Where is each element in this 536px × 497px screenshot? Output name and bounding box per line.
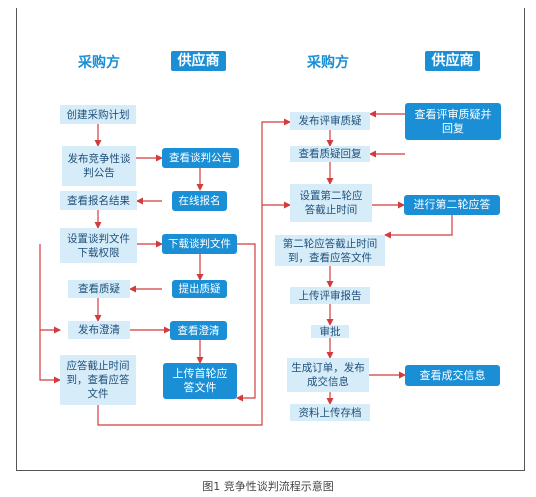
node-create-plan: 创建采购计划 bbox=[60, 105, 136, 124]
node-set-second-deadline: 设置第二轮应答截止时间 bbox=[290, 184, 372, 222]
node-response-deadline: 应答截止时间到，查看应答文件 bbox=[60, 355, 136, 405]
node-set-download-rights: 设置谈判文件下载权限 bbox=[60, 228, 137, 263]
node-second-deadline-view: 第二轮应答截止时间到，查看应答文件 bbox=[275, 235, 385, 266]
node-upload-review-report: 上传评审报告 bbox=[290, 287, 370, 304]
node-view-review-question: 查看评审质疑并回复 bbox=[405, 103, 501, 140]
node-online-signup: 在线报名 bbox=[172, 191, 227, 211]
node-raise-question: 提出质疑 bbox=[172, 280, 227, 298]
node-second-round-response: 进行第二轮应答 bbox=[404, 195, 500, 215]
node-download-docs: 下载谈判文件 bbox=[162, 234, 237, 254]
node-view-signup-result: 查看报名结果 bbox=[60, 191, 137, 210]
header-supplier-left: 供应商 bbox=[171, 51, 226, 71]
node-publish-clarification: 发布澄清 bbox=[68, 321, 130, 339]
header-buyer-right: 采购方 bbox=[307, 55, 349, 71]
node-approve: 审批 bbox=[311, 325, 349, 338]
node-view-notice: 查看谈判公告 bbox=[162, 148, 239, 168]
node-publish-notice: 发布竞争性谈判公告 bbox=[62, 146, 136, 186]
diagram-frame bbox=[16, 8, 525, 471]
figure-caption: 图1 竞争性谈判流程示意图 bbox=[202, 480, 334, 493]
node-view-clarification: 查看澄清 bbox=[170, 321, 227, 340]
header-supplier-right: 供应商 bbox=[425, 51, 480, 71]
node-generate-order: 生成订单，发布成交信息 bbox=[287, 358, 369, 392]
node-publish-review-question: 发布评审质疑 bbox=[290, 112, 370, 130]
node-view-question-reply: 查看质疑回复 bbox=[290, 146, 370, 162]
node-view-deal-info: 查看成交信息 bbox=[405, 365, 500, 386]
header-buyer-left: 采购方 bbox=[78, 55, 120, 71]
node-view-question: 查看质疑 bbox=[68, 280, 130, 298]
node-archive-upload: 资料上传存档 bbox=[290, 404, 370, 421]
node-upload-first-response: 上传首轮应答文件 bbox=[163, 363, 237, 399]
